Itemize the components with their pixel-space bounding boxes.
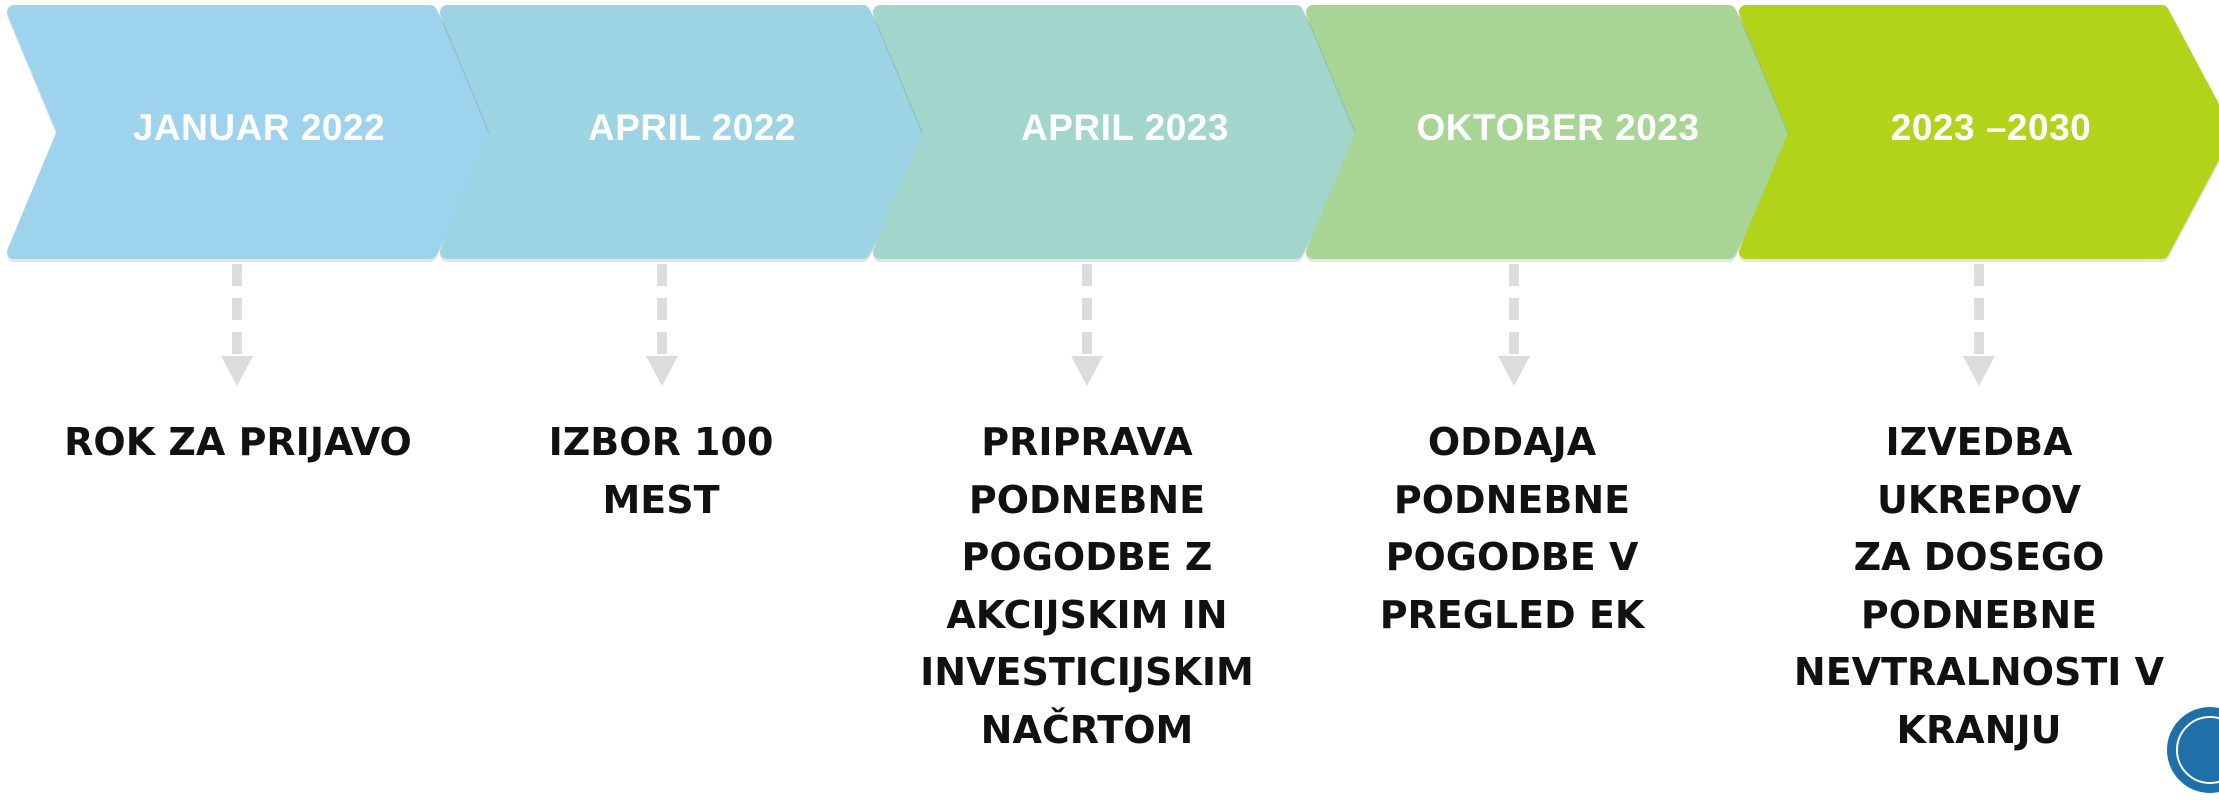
step-description: ROK ZA PRIJAVO — [64, 420, 412, 464]
chevron-shape — [440, 5, 934, 262]
step-date-label: OKTOBER 2023 — [1416, 107, 1700, 148]
step-description: ODDAJA PODNEBNE POGODBE V PREGLED EK — [1379, 420, 1645, 637]
step-date-label: APRIL 2023 — [1021, 107, 1229, 148]
down-arrow-icon — [646, 264, 678, 386]
step-date-label: 2023 –2030 — [1890, 107, 2092, 148]
step-date-label: APRIL 2022 — [588, 107, 796, 148]
step-description: IZBOR 100 MEST — [548, 420, 774, 522]
chevron-shape — [7, 5, 501, 262]
seal-badge — [2165, 705, 2219, 795]
chevron-shape — [1306, 5, 1800, 262]
down-arrow-icon — [1071, 264, 1103, 386]
step-description: IZVEDBA UKREPOV ZA DOSEGO PODNEBNE NEVTR… — [1793, 420, 2165, 752]
down-arrow-icon — [1498, 264, 1530, 386]
chevron-shape — [1739, 5, 2219, 262]
step-description: PRIPRAVA PODNEBNE POGODBE Z AKCIJSKIM IN… — [920, 420, 1254, 752]
down-arrow-icon — [221, 264, 253, 386]
down-arrow-icon — [1963, 264, 1995, 386]
step-date-label: JANUAR 2022 — [132, 107, 386, 148]
chevron-shape — [873, 5, 1367, 262]
